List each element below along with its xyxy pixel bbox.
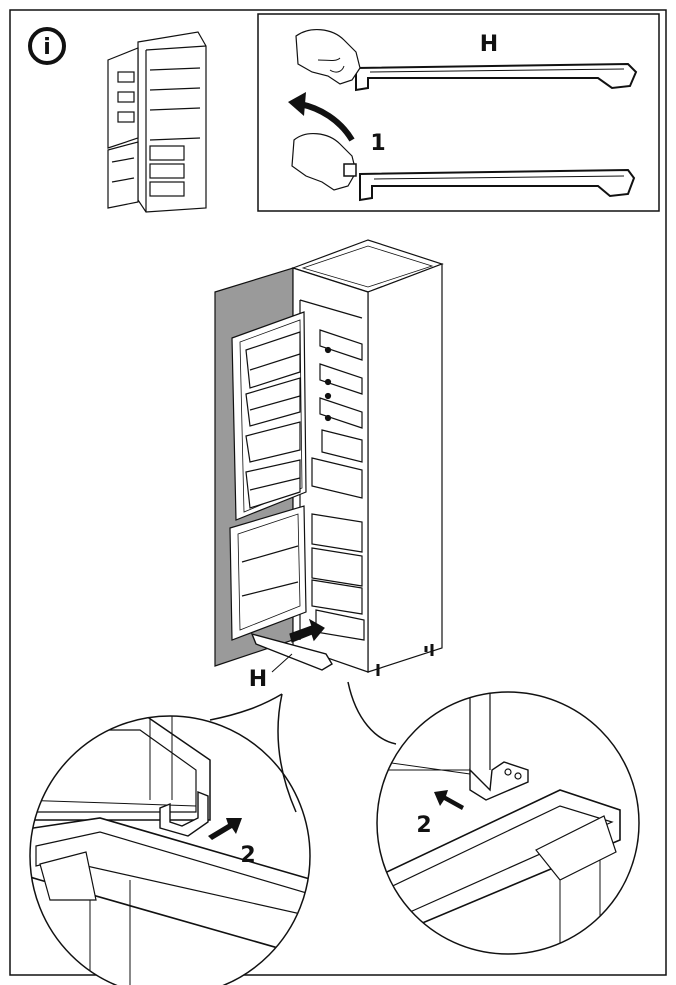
page-border — [9, 9, 667, 976]
info-icon: i — [28, 27, 66, 65]
fridge-cabinet-drawing — [214, 239, 444, 676]
inset-step-label: 1 — [370, 131, 385, 156]
detail-bubble-right: 2 — [347, 681, 640, 955]
detail-bubble-left: 2 — [29, 693, 311, 985]
detail-right-step-label: 2 — [416, 813, 431, 838]
detail-left-step-label: 2 — [240, 843, 255, 868]
info-symbol: i — [43, 35, 51, 60]
main-part-label: H — [249, 667, 267, 692]
reference-fridge-drawing — [107, 31, 207, 213]
rail-lower — [359, 168, 636, 202]
inset-part-label: H — [480, 32, 498, 57]
rail-upper — [355, 62, 638, 92]
hand-lower — [291, 133, 357, 191]
handle-inset-panel: H 1 — [257, 13, 660, 212]
rotate-arrow — [299, 101, 355, 142]
hand-upper — [295, 29, 361, 85]
